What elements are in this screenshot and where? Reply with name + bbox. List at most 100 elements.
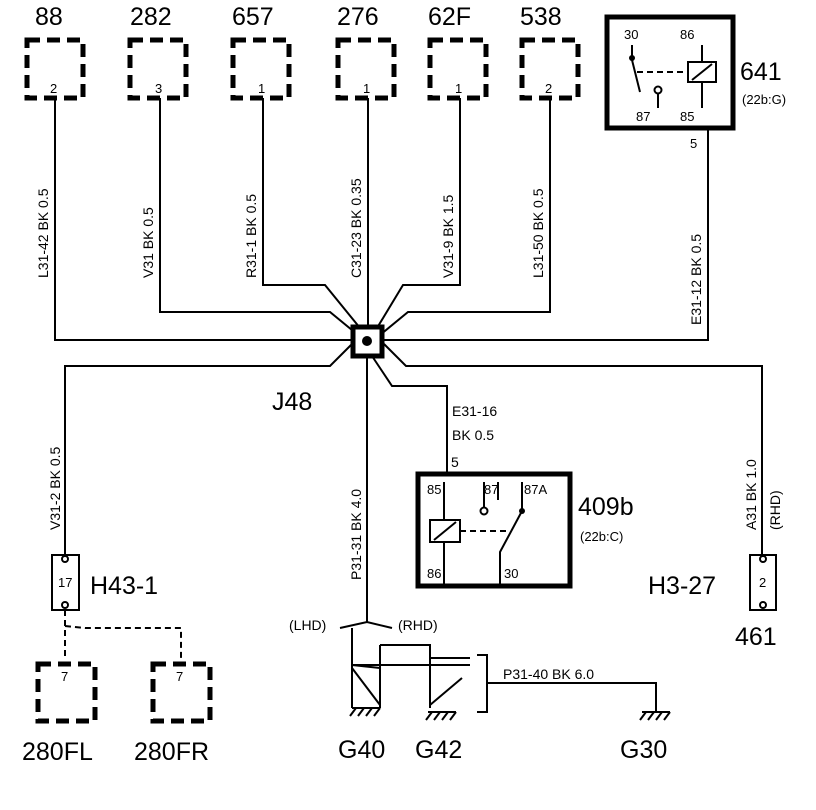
component-88-pin: 2 (50, 81, 57, 96)
splice-j48-box (350, 324, 385, 359)
ground-g42-label: G42 (415, 736, 462, 764)
relay-409b-pin-87: 87 (484, 482, 498, 497)
relay-641-pin-86: 86 (680, 27, 694, 42)
relay-409b-pin-87a: 87A (524, 482, 547, 497)
wire-282-label: V31 BK 0.5 (140, 207, 156, 278)
relay-641-number: 641 (740, 58, 782, 86)
ground-option-rhd: (RHD) (398, 617, 438, 633)
ground-g30[interactable]: G30 (620, 711, 671, 764)
relay-409b-pin-85: 85 (427, 482, 441, 497)
connector-h3-27-label: H3-27 (648, 572, 716, 600)
component-88[interactable]: 88 2 (24, 3, 86, 101)
component-280fl-box (35, 661, 98, 724)
connector-h43-1-body (51, 554, 80, 611)
wire-276-label: C31-23 BK 0.35 (348, 178, 364, 278)
wire-h3 (383, 343, 763, 555)
component-276[interactable]: 276 1 (335, 3, 397, 101)
connector-h3-27-pin-top (759, 555, 767, 563)
relay-641-pin-87: 87 (636, 109, 650, 124)
ground-g40[interactable]: G40 (338, 707, 385, 764)
relay-641-out-pin: 5 (690, 136, 697, 151)
wire-657 (262, 98, 361, 329)
component-88-number: 88 (35, 3, 63, 31)
component-657[interactable]: 657 1 (230, 3, 292, 101)
connector-h43-1-pin-bottom (61, 601, 69, 609)
ground-g42[interactable]: G42 (415, 711, 462, 764)
relay-641-ref: (22b:G) (742, 92, 786, 107)
wire-h3-label: A31 BK 1.0 (743, 459, 759, 530)
component-280fr-pin: 7 (176, 669, 183, 684)
relay-409b-number: 409b (578, 493, 634, 521)
connector-h3-27[interactable]: 2 H3-27 461 (648, 554, 777, 651)
component-657-number: 657 (232, 3, 274, 31)
wire-88-label: L31-42 BK 0.5 (35, 188, 51, 278)
component-657-pin: 1 (258, 81, 265, 96)
ground-lhd-switch (339, 620, 393, 629)
component-276-pin: 1 (363, 81, 370, 96)
component-62f-pin: 1 (455, 81, 462, 96)
ground-g30-label: G30 (620, 736, 667, 764)
wire-g30-label: P31-40 BK 6.0 (503, 666, 594, 682)
wire-ground-label: P31-31 BK 4.0 (348, 489, 364, 580)
component-538-number: 538 (520, 3, 562, 31)
component-276-number: 276 (337, 3, 379, 31)
ground-g40-label: G40 (338, 736, 385, 764)
component-62f-number: 62F (428, 3, 471, 31)
relay-641-contact-87 (653, 85, 663, 95)
component-280fr-box (150, 661, 213, 724)
component-538[interactable]: 538 2 (519, 3, 581, 101)
wire-h3-note: (RHD) (767, 490, 783, 530)
wire-538 (379, 98, 551, 336)
connector-h3-27-pin-bottom (759, 601, 767, 609)
splice-j48-node (362, 336, 372, 346)
component-280fr-number: 280FR (134, 738, 209, 766)
wire-h43 (64, 343, 353, 555)
ground-g40-icon (349, 707, 381, 717)
wire-88 (54, 98, 352, 341)
relay-409b-contact-87 (479, 506, 489, 516)
component-62f-box (427, 37, 489, 101)
relay-641-coil-mark (691, 63, 713, 81)
component-282-pin: 3 (155, 81, 162, 96)
wire-409b-spec: BK 0.5 (452, 427, 494, 443)
connector-h3-27-number: 461 (735, 623, 777, 651)
component-280fl-pin: 7 (61, 669, 68, 684)
relay-409b-pin-30: 30 (504, 566, 518, 581)
component-280fl-number: 280FL (22, 738, 93, 766)
connector-h43-1[interactable]: 17 H43-1 (51, 554, 158, 611)
connector-h43-1-pin-top (61, 555, 69, 563)
connector-h43-1-pin: 17 (58, 575, 72, 590)
component-276-box (335, 37, 397, 101)
component-282-box (127, 37, 189, 101)
relay-641-switch-pivot (629, 55, 635, 61)
splice-j48[interactable]: J48 (272, 324, 385, 416)
wire-62f (376, 98, 461, 329)
component-282[interactable]: 282 3 (127, 3, 189, 101)
wire-657-label: R31-1 BK 0.5 (243, 194, 259, 278)
ground-lhd-branch (351, 628, 470, 708)
wire-409b (371, 355, 448, 474)
wire-409b-id: E31-16 (452, 403, 497, 419)
component-282-number: 282 (130, 3, 172, 31)
component-657-box (230, 37, 292, 101)
wire-62f-label: V31-9 BK 1.5 (440, 195, 456, 278)
component-538-pin: 2 (545, 81, 552, 96)
wire-g30 (487, 682, 657, 712)
ground-g42-icon (425, 711, 457, 721)
relay-409b-ref: (22b:C) (580, 529, 623, 544)
relay-409b[interactable]: 85 87 87A 86 30 409b (22b:C) (415, 471, 634, 589)
component-280fr[interactable]: 7 280FR (134, 661, 213, 766)
relay-641-pin-85: 85 (680, 109, 694, 124)
relay-409b-pin-86: 86 (427, 566, 441, 581)
relay-409b-in-pin: 5 (451, 454, 459, 470)
ground-g30-icon (639, 711, 671, 721)
ground-option-lhd: (LHD) (289, 617, 326, 633)
connector-h3-27-body (749, 554, 777, 611)
relay-641[interactable]: 30 86 87 85 641 (22b:G) 5 (604, 14, 786, 151)
splice-j48-label: J48 (272, 388, 312, 416)
wire-282 (159, 98, 359, 336)
component-62f[interactable]: 62F 1 (427, 3, 489, 101)
component-280fl[interactable]: 7 280FL (22, 661, 98, 766)
connector-h43-1-label: H43-1 (90, 572, 158, 600)
